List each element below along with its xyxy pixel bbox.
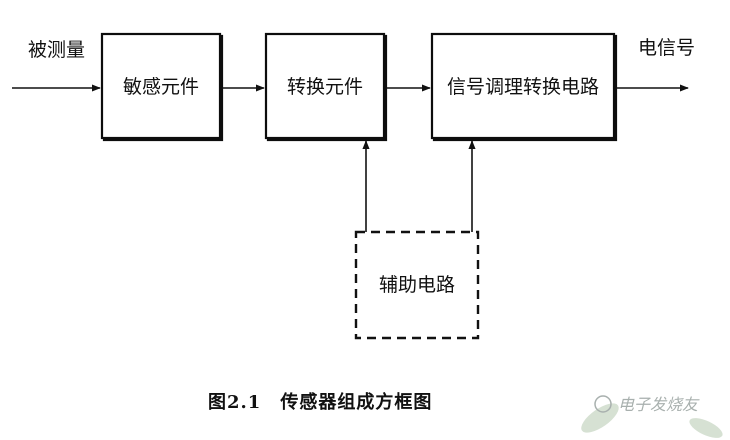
input-label: 被测量 — [28, 39, 85, 61]
sensing-element-block: 敏感元件 — [100, 32, 222, 140]
output-label: 电信号 — [638, 37, 695, 59]
watermark-text: 电子发烧友 — [618, 395, 700, 414]
auxiliary-circuit-block: 辅助电路 — [354, 230, 480, 340]
conversion-element-label: 转换元件 — [287, 76, 363, 98]
conditioning-circuit-block: 信号调理转换电路 — [430, 32, 616, 140]
conditioning-circuit-label: 信号调理转换电路 — [447, 76, 599, 98]
watermark-logo: 电子发烧友 — [581, 395, 723, 438]
sensing-element-label: 敏感元件 — [123, 76, 199, 98]
auxiliary-circuit-label: 辅助电路 — [379, 274, 455, 296]
conversion-element-block: 转换元件 — [264, 32, 386, 140]
figure-caption: 图2.1 传感器组成方框图 — [208, 391, 432, 413]
leaf-icon — [581, 403, 619, 433]
